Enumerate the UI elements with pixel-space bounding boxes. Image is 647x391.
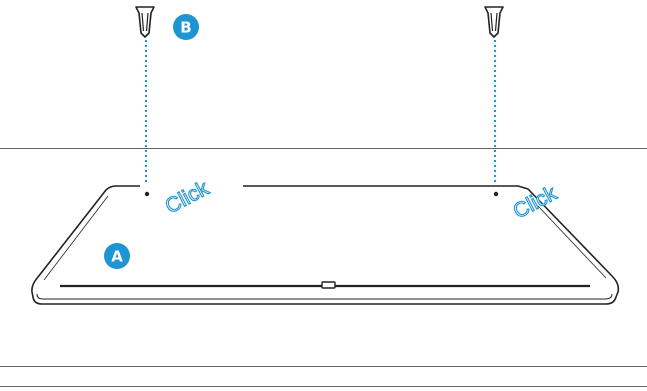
- dock-connector-icon: [321, 281, 336, 289]
- clip-hole: [493, 191, 499, 197]
- callout-badge-a: A: [104, 243, 130, 269]
- clip-pin-icon: [484, 6, 504, 38]
- clip-hole: [144, 191, 150, 197]
- callout-badge-b: B: [173, 14, 199, 40]
- clip-pin-icon: [135, 6, 155, 38]
- callout-b-label: B: [180, 19, 191, 37]
- callout-a-label: A: [111, 248, 123, 266]
- keyboard-dock: [31, 185, 620, 305]
